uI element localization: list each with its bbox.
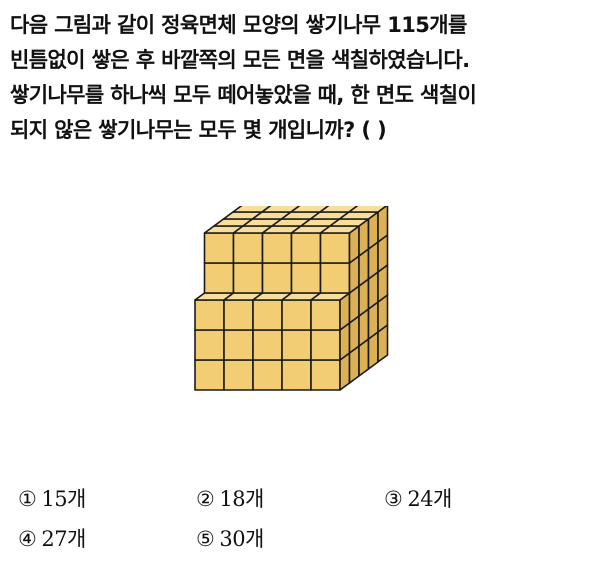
choice-label: 27개 xyxy=(41,527,86,551)
cube-front-face xyxy=(319,232,351,264)
cube-front-face xyxy=(290,262,322,294)
cube-front-face xyxy=(252,359,283,391)
cube-front-face xyxy=(281,329,312,361)
cube-front-face xyxy=(252,329,283,361)
cube-top-face xyxy=(261,206,301,213)
question-line: 다음 그림과 같이 정육면체 모양의 쌓기나무 115개를 xyxy=(10,13,467,37)
cube-front-face xyxy=(290,232,322,264)
choice-number: ③ xyxy=(384,487,403,511)
cube-stack-drawing xyxy=(194,206,389,391)
cube-front-face xyxy=(310,359,341,391)
cube-front-face xyxy=(203,232,235,264)
cube-front-face xyxy=(194,359,225,391)
question-line: 되지 않은 쌓기나무는 모두 몇 개입니까? ( ) xyxy=(10,118,387,142)
choice-label: 24개 xyxy=(407,487,452,511)
cube-front-face xyxy=(232,262,264,294)
cube-front-face xyxy=(281,299,312,331)
cube-front-face xyxy=(261,232,293,264)
block-stack-figure xyxy=(186,206,406,431)
cube-side-face xyxy=(377,206,389,243)
choice-number: ④ xyxy=(18,527,37,551)
cube-top-face xyxy=(348,206,388,213)
cube-top-face xyxy=(319,206,359,213)
cube-front-face xyxy=(261,262,293,294)
cube-front-face xyxy=(223,299,254,331)
choice-label: 30개 xyxy=(219,527,264,551)
cube-front-face xyxy=(223,359,254,391)
cube-front-face xyxy=(252,299,283,331)
cube-front-face xyxy=(232,232,264,264)
choice-number: ① xyxy=(18,487,37,511)
choice-label: 18개 xyxy=(219,487,264,511)
cube-front-face xyxy=(281,359,312,391)
cube-top-face xyxy=(232,206,272,213)
choice-number: ② xyxy=(196,487,215,511)
cube-front-face xyxy=(194,329,225,361)
cube-front-face xyxy=(310,329,341,361)
cube-front-face xyxy=(310,299,341,331)
cube-front-face xyxy=(319,262,351,294)
choice-number: ⑤ xyxy=(196,527,215,551)
choice-label: 15개 xyxy=(41,487,86,511)
cube-front-face xyxy=(194,299,225,331)
cube-front-face xyxy=(203,262,235,294)
cube-top-face xyxy=(290,206,330,213)
question-line: 빈틈없이 쌓은 후 바깥쪽의 모든 면을 색칠하였습니다. xyxy=(10,48,470,72)
question-line: 쌓기나무를 하나씩 모두 떼어놓았을 때, 한 면도 색칠이 xyxy=(10,83,477,107)
cube-front-face xyxy=(223,329,254,361)
question-text: 다음 그림과 같이 정육면체 모양의 쌓기나무 115개를 빈틈없이 쌓은 후 … xyxy=(10,8,600,148)
